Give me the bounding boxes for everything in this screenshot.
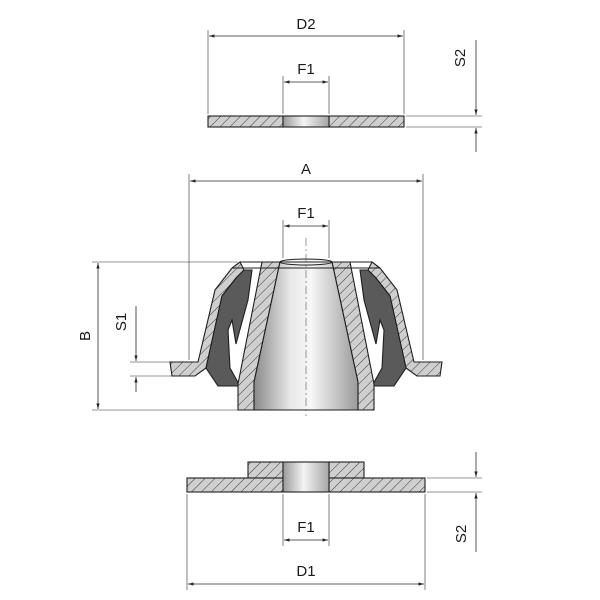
dimension-mid-f1: F1	[282, 205, 330, 258]
label-bot-f1: F1	[297, 519, 315, 536]
dimension-d2: D2	[207, 16, 405, 114]
label-mid-f1: F1	[297, 205, 315, 222]
label-top-s2: S2	[452, 49, 469, 67]
top-washer-view: D2 F1 S2	[207, 16, 482, 152]
top-washer-section	[207, 115, 405, 128]
label-top-d2: D2	[296, 16, 315, 33]
dimension-bot-f1: F1	[282, 494, 330, 546]
label-bot-d1: D1	[296, 563, 315, 580]
label-mid-a: A	[301, 161, 311, 178]
buffer-section-view: A F1 B S1	[77, 161, 443, 416]
label-mid-b: B	[77, 331, 94, 341]
dimension-s1: S1	[113, 306, 172, 392]
label-bot-s2: S2	[453, 525, 470, 543]
dimension-top-s2: S2	[406, 40, 482, 152]
bottom-washer-view: F1 D1 S2	[186, 452, 482, 590]
label-top-f1: F1	[297, 61, 315, 78]
dimension-bot-s2: S2	[427, 452, 482, 552]
label-mid-s1: S1	[113, 313, 130, 331]
dimension-top-f1: F1	[282, 61, 330, 114]
dimension-d1: D1	[186, 494, 426, 590]
bottom-washer-section	[186, 461, 426, 493]
dimension-a: A	[188, 161, 424, 360]
dimension-b: B	[77, 261, 238, 411]
